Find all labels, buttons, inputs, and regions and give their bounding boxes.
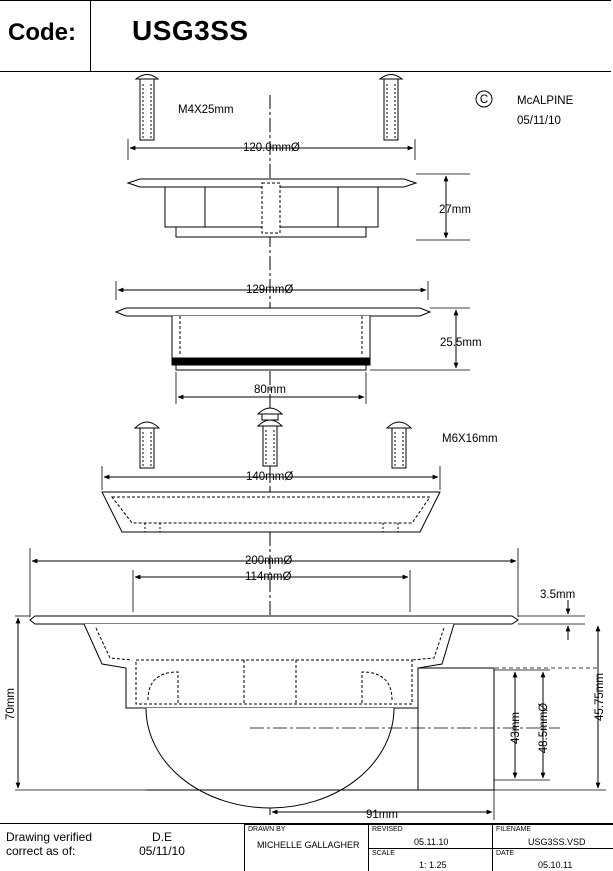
code-label: Code: xyxy=(8,19,76,46)
scale-cell: SCALE 1: 1.25 xyxy=(368,848,493,871)
screw-m4-left xyxy=(134,74,160,141)
verified-date: 05/11/10 xyxy=(139,844,185,858)
label-d140: 140mmØ xyxy=(246,471,293,483)
verifier-block: D.E 05/11/10 xyxy=(132,830,192,858)
screw-m6-left xyxy=(133,421,161,469)
copyright-mark: C McALPINE 05/11/10 xyxy=(475,90,574,127)
label-screw-m4: M4X25mm xyxy=(178,104,234,116)
filename-value: USG3SS.VSD xyxy=(528,837,586,847)
label-w80: 80mm xyxy=(254,384,286,396)
drawn-by-cell: DRAWN BY MICHELLE GALLAGHER xyxy=(244,824,369,871)
copyright-date: 05/11/10 xyxy=(517,115,561,127)
label-h27: 27mm xyxy=(439,204,471,216)
main-body xyxy=(29,615,519,809)
label-d114: 114mmØ xyxy=(245,571,291,583)
footer-top-rule xyxy=(244,824,613,825)
copyright-symbol: C xyxy=(480,94,488,106)
label-h45-75: 45.75mm xyxy=(594,673,606,721)
top-cap xyxy=(126,178,418,238)
scale-caption: SCALE xyxy=(372,850,395,857)
verified-line-1: Drawing verified xyxy=(6,830,93,844)
date-caption: DATE xyxy=(496,850,515,857)
date-cell: DATE 05.10.11 xyxy=(492,848,613,871)
label-w91: 91mm xyxy=(366,809,398,821)
revised-caption: REVISED xyxy=(372,826,403,833)
drawn-by-caption: DRAWN BY xyxy=(248,826,286,833)
revised-value: 05.11.10 xyxy=(414,837,449,847)
scale-value: 1: 1.25 xyxy=(419,860,447,870)
label-d120: 120.0mmØ xyxy=(243,142,300,154)
screw-m4-right xyxy=(378,74,404,141)
copyright-company: McALPINE xyxy=(517,95,574,107)
footer-title-block: Drawing verified correct as of: D.E 05/1… xyxy=(0,823,613,871)
strainer-body xyxy=(114,307,432,371)
screw-m6-center xyxy=(256,407,284,467)
technical-drawing: C McALPINE 05/11/10 M4X25mm 120.0mmØ 27m… xyxy=(5,74,606,821)
verifier-initials: D.E xyxy=(151,830,172,844)
filename-caption: FILENAME xyxy=(496,826,532,833)
label-d129: 129mmØ xyxy=(246,284,293,296)
date-value: 05.10.11 xyxy=(538,860,573,870)
filename-cell: FILENAME USG3SS.VSD xyxy=(492,824,613,848)
label-screw-m6: M6X16mm xyxy=(442,433,498,445)
label-h70: 70mm xyxy=(5,688,17,720)
label-d200: 200mmØ xyxy=(245,555,292,567)
title-block: Code: USG3SS xyxy=(0,0,611,72)
verified-line-2: correct as of: xyxy=(6,844,76,858)
revised-cell: REVISED 05.11.10 xyxy=(368,824,493,848)
header-divider xyxy=(90,1,91,71)
drawn-by-value: MICHELLE GALLAGHER xyxy=(257,840,360,850)
verified-note: Drawing verified correct as of: xyxy=(6,830,126,858)
label-h25-5: 25.5mm xyxy=(440,337,482,349)
product-code: USG3SS xyxy=(132,15,249,46)
screw-m6-right xyxy=(385,421,413,469)
label-t3-5: 3.5mm xyxy=(540,589,575,601)
clamp-ring xyxy=(101,491,441,533)
footer-mid-rule xyxy=(368,848,613,849)
